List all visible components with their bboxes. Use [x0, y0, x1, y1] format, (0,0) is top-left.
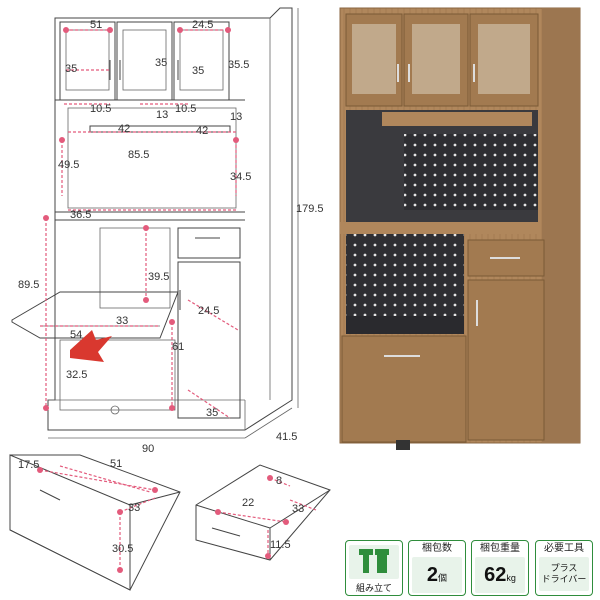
dim-39-5: 39.5	[148, 271, 169, 283]
dim-13-a: 13	[156, 109, 168, 121]
badge-required-tools: 必要工具 プラス ドライバー	[535, 540, 593, 596]
dim-10-5-a: 10.5	[90, 103, 111, 115]
drawer-small-dim-22: 22	[242, 497, 254, 509]
drawer-small-dim-33: 33	[292, 503, 304, 515]
dim-41-5: 41.5	[276, 431, 297, 443]
dim-51: 51	[90, 19, 102, 31]
dim-35-5: 35.5	[228, 59, 249, 71]
badge-package-weight-title: 梱包重量	[480, 543, 520, 554]
drawer-small-dim-8: 8	[276, 475, 282, 487]
badge-package-count-title: 梱包数	[422, 543, 452, 554]
badge-required-tools-line2: ドライバー	[541, 574, 587, 584]
dim-61: 61	[172, 341, 184, 353]
drawer-large-dim-17-5: 17.5	[18, 459, 39, 471]
dim-90: 90	[142, 443, 154, 455]
dim-35-right: 35	[192, 65, 204, 77]
dim-35-mid: 35	[155, 57, 167, 69]
dim-42-a: 42	[118, 123, 130, 135]
dim-35-bottom: 35	[206, 407, 218, 419]
badge-required-tools-line1: プラス	[550, 563, 578, 573]
dim-179-5: 179.5	[296, 203, 324, 215]
badge-required-tools-title: 必要工具	[544, 543, 584, 554]
dim-10-5-b: 10.5	[175, 103, 196, 115]
dim-24-5: 24.5	[192, 19, 213, 31]
badge-assembly-label: 組み立て	[355, 583, 392, 593]
dim-36-5: 36.5	[70, 209, 91, 221]
dim-34-5: 34.5	[230, 171, 251, 183]
dim-49-5: 49.5	[58, 159, 79, 171]
drawer-large-dim-33: 33	[128, 502, 140, 514]
badge-package-weight-value: 62	[484, 564, 507, 586]
badge-package-count: 梱包数 2個	[408, 540, 466, 596]
badge-package-weight: 梱包重量 62kg	[471, 540, 529, 596]
dim-85-5: 85.5	[128, 149, 149, 161]
dim-42-b: 42	[196, 125, 208, 137]
dim-24-5-lower: 24.5	[198, 305, 219, 317]
badge-package-weight-unit: kg	[506, 573, 516, 583]
dim-13-b: 13	[230, 111, 242, 123]
dim-32-5: 32.5	[66, 369, 87, 381]
drawer-large-dim-51: 51	[110, 458, 122, 470]
badge-assembly: 組み立て	[345, 540, 403, 596]
dim-54: 54	[70, 329, 82, 341]
badge-package-count-unit: 個	[438, 573, 448, 583]
tools-icon	[349, 545, 399, 579]
drawer-large-dim-30-5: 30.5	[112, 543, 133, 555]
dim-33: 33	[116, 315, 128, 327]
dim-35-left: 35	[65, 63, 77, 75]
dim-89-5: 89.5	[18, 279, 39, 291]
badge-package-count-value: 2	[426, 564, 439, 586]
drawer-small-dim-11-5: 11.5	[270, 539, 291, 551]
